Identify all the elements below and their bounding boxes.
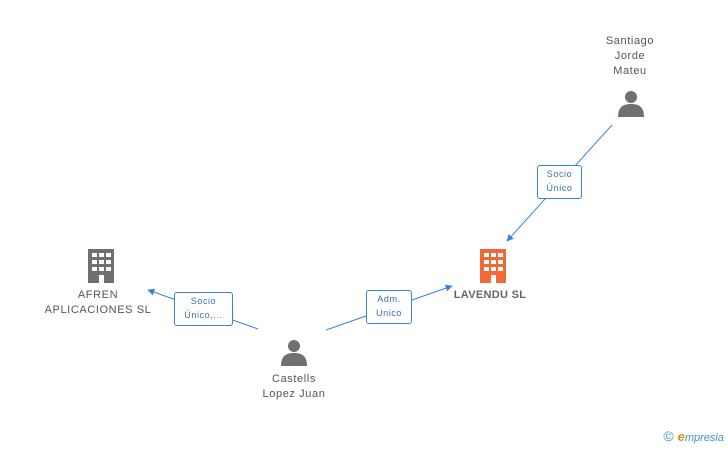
brand-name: mpresia xyxy=(684,431,724,444)
node-label-santiago[interactable]: Santiago Jorde Mateu xyxy=(605,35,655,77)
brand-initial: e xyxy=(677,428,685,444)
person-icon[interactable] xyxy=(617,89,645,117)
brand-footer: © empresia xyxy=(663,428,724,444)
edge-label-castells-afren[interactable]: Socio Único,... xyxy=(174,292,233,326)
edge-label-santiago-lavendu[interactable]: Socio Único xyxy=(537,165,582,199)
building-icon[interactable] xyxy=(478,249,508,283)
node-label-castells[interactable]: Castells Lopez Juan xyxy=(262,373,326,400)
edge-label-castells-lavendu[interactable]: Adm. Unico xyxy=(366,290,412,324)
node-label-lavendu[interactable]: LAVENDU SL xyxy=(453,289,527,301)
person-icon[interactable] xyxy=(280,338,308,366)
brand-logo: empresia xyxy=(678,429,724,444)
copyright-icon: © xyxy=(663,428,674,444)
node-label-afren[interactable]: AFREN APLICACIONES SL xyxy=(44,289,152,316)
building-icon[interactable] xyxy=(86,249,116,283)
